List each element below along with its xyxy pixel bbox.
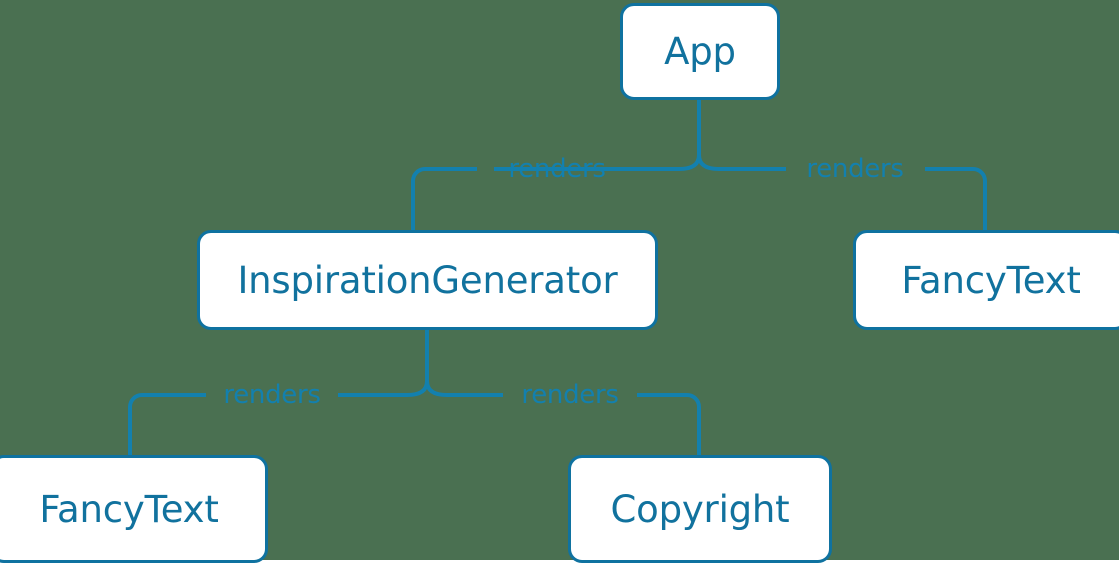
edge-app-fork-right: [697, 154, 786, 171]
edge-app-to-fancytext-right: [925, 167, 987, 230]
node-app-label: App: [664, 30, 736, 73]
edge-app-to-inspirationgenerator: [411, 167, 477, 230]
edge-label-app-to-inspirationgenerator: renders: [508, 154, 606, 184]
node-copyright[interactable]: Copyright: [568, 455, 832, 563]
edge-label-inspirationgenerator-to-fancytext-left: renders: [223, 380, 321, 410]
node-fancytext-left[interactable]: FancyText: [0, 455, 268, 563]
edge-label-inspirationgenerator-to-copyright: renders: [521, 380, 619, 410]
node-copyright-label: Copyright: [610, 487, 790, 531]
node-app[interactable]: App: [620, 3, 780, 100]
node-inspiration-generator[interactable]: InspirationGenerator: [197, 230, 658, 330]
edge-inspirationgenerator-fork-right: [425, 380, 503, 397]
edge-inspirationgenerator-fork-left: [338, 380, 429, 397]
edge-inspirationgenerator-to-fancytext-left: [128, 393, 206, 455]
edge-label-app-to-fancytext-right: renders: [806, 154, 904, 184]
node-inspiration-generator-label: InspirationGenerator: [237, 258, 618, 302]
node-fancytext-right-label: FancyText: [901, 258, 1081, 302]
edge-inspirationgenerator-to-copyright: [637, 393, 701, 455]
node-fancytext-left-label: FancyText: [39, 487, 219, 531]
node-fancytext-right[interactable]: FancyText: [853, 230, 1119, 330]
